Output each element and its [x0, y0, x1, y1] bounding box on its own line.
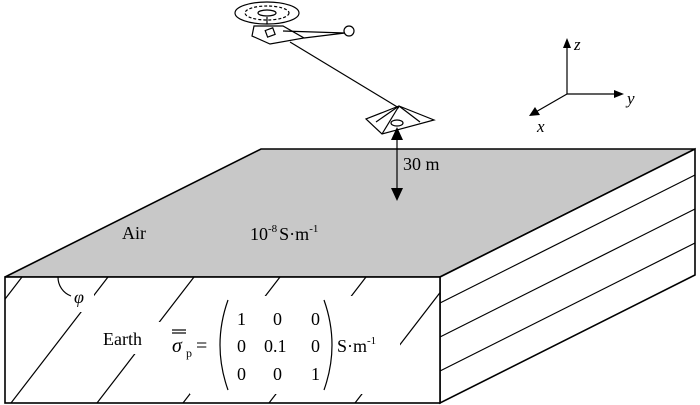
matrix-left-paren: [219, 299, 229, 391]
svg-text:0: 0: [311, 309, 320, 329]
svg-text:0: 0: [237, 336, 246, 356]
helicopter: [234, 1, 355, 45]
rotor-hub: [257, 9, 277, 17]
cockpit-window: [264, 27, 276, 38]
coordinate-axes: [529, 38, 624, 116]
air-label: Air: [122, 223, 146, 243]
svg-text:0: 0: [311, 336, 320, 356]
sensor-bird: [364, 105, 436, 135]
svg-text:σ: σ: [172, 335, 183, 357]
svg-text:0.1: 0.1: [264, 336, 287, 356]
earth-label: Earth: [103, 329, 142, 349]
height-arrow: [391, 127, 403, 201]
tensor-matrix: 1 0 0 0 0.1 0 0 0 1: [237, 309, 320, 384]
layer-boundary-3: [439, 242, 696, 372]
svg-text:0: 0: [273, 364, 282, 384]
svg-text:0: 0: [273, 309, 282, 329]
tail-boom: [282, 30, 346, 39]
sensor-coil: [390, 119, 404, 127]
dip-angle-symbol: φ: [74, 287, 84, 307]
fuselage: [251, 25, 306, 45]
tail-rotor: [343, 25, 355, 37]
height-label: 30 m: [403, 154, 440, 174]
matrix-right-paren: [323, 299, 333, 391]
layer-boundary-1: [439, 174, 696, 304]
axis-label-x: x: [536, 117, 545, 136]
phi-backing: [70, 286, 94, 312]
axis-label-y: y: [625, 89, 635, 108]
svg-text:1: 1: [311, 364, 320, 384]
tensor-symbol: σ p =: [172, 329, 207, 360]
layer-boundary-2: [439, 208, 696, 338]
earth-label-backing: [98, 322, 162, 354]
axis-label-z: z: [573, 35, 581, 54]
matrix-backing: [190, 296, 400, 394]
svg-text:1: 1: [237, 309, 246, 329]
earth-conductivity-unit: S·m-1: [337, 335, 376, 356]
svg-text:p: p: [186, 346, 192, 360]
rotor-inner: [244, 5, 290, 21]
dip-angle-arc: [57, 276, 72, 297]
svg-text:=: =: [196, 335, 207, 357]
svg-text:0: 0: [237, 364, 246, 384]
earth-block: [4, 147, 696, 405]
tow-cable: [289, 41, 400, 109]
